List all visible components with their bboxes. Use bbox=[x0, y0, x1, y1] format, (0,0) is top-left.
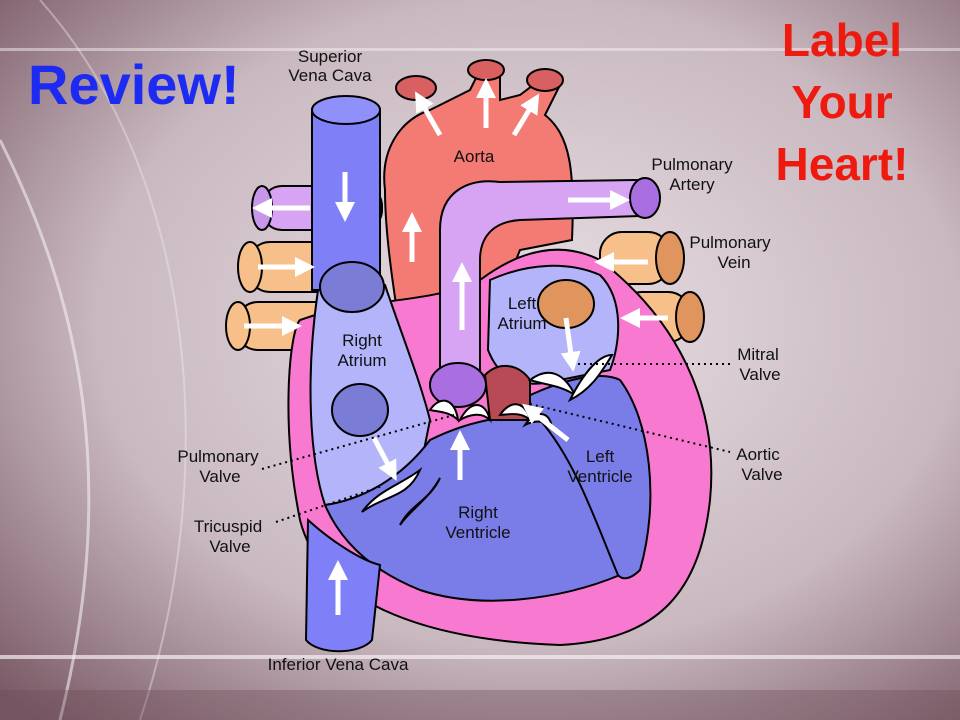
svg-text:Superior: Superior bbox=[298, 47, 363, 66]
left-atrium bbox=[486, 264, 620, 385]
label-left-atrium-line1: Left bbox=[508, 294, 537, 313]
tricuspid-valve-flaps bbox=[361, 466, 423, 513]
label-pulmonary-valve-line2: Valve bbox=[199, 467, 240, 486]
svg-text:Vena Cava: Vena Cava bbox=[288, 66, 372, 85]
label-superior-vena-cava-line1: Superior bbox=[298, 47, 363, 66]
label-right-ventricle-line2: Ventricle bbox=[445, 523, 510, 542]
label-mitral-valve-line1: Mitral bbox=[737, 345, 779, 364]
leader-lines bbox=[261, 363, 731, 523]
title-line-label: Label bbox=[782, 14, 902, 66]
leader-aortic bbox=[529, 403, 731, 453]
label-pulmonary-artery-line2: Artery bbox=[669, 175, 715, 194]
slide-title: Label Your Heart! bbox=[776, 14, 909, 190]
pulmonary-artery bbox=[429, 177, 661, 408]
label-right-ventricle-line1: Right bbox=[458, 503, 498, 522]
label-left-ventricle-line1: Left bbox=[586, 447, 615, 466]
title-line-heart: Heart! bbox=[776, 138, 909, 190]
label-inferior-vena-cava: Inferior Vena Cava bbox=[268, 655, 409, 674]
arrow-la-to-lv bbox=[560, 317, 581, 372]
leader-tricuspid bbox=[275, 485, 383, 523]
label-right-atrium-line2: Atrium bbox=[337, 351, 386, 370]
pulmonary-vein-left-upper bbox=[599, 231, 685, 285]
arrow-ra-to-rv bbox=[371, 436, 397, 481]
inferior-vena-cava bbox=[304, 517, 382, 653]
label-pulmonary-artery-line1: Pulmonary bbox=[651, 155, 733, 174]
label-pulmonary-valve-line1: Pulmonary bbox=[177, 447, 259, 466]
label-pulmonary-vein-line1: Pulmonary bbox=[689, 233, 771, 252]
title-line-your: Your bbox=[791, 76, 892, 128]
pulmonary-valve-flaps bbox=[428, 399, 460, 423]
arrow-aorta-branch-1 bbox=[415, 91, 443, 137]
label-left-atrium-line2: Atrium bbox=[497, 314, 546, 333]
label-aortic-valve-line1: Aortic bbox=[736, 445, 780, 464]
valves bbox=[361, 353, 614, 526]
right-atrium bbox=[309, 261, 432, 511]
label-tricuspid-valve-line2: Valve bbox=[209, 537, 250, 556]
label-tricuspid-valve-line1: Tricuspid bbox=[194, 517, 262, 536]
blood-flow-arrows bbox=[244, 78, 668, 615]
labels: Superior Vena Cava Aorta Pulmonary Arter… bbox=[177, 47, 782, 674]
label-right-atrium-line1: Right bbox=[342, 331, 382, 350]
arrow-lv-to-aorta bbox=[522, 403, 570, 442]
label-left-ventricle-line2: Ventricle bbox=[567, 467, 632, 486]
review-title: Review! bbox=[28, 53, 240, 116]
label-pulmonary-vein-line2: Vein bbox=[717, 253, 750, 272]
arrow-aorta-branch-3 bbox=[511, 93, 540, 137]
label-superior-vena-cava-line2: Vena Cava bbox=[288, 66, 372, 85]
label-aorta: Aorta bbox=[454, 147, 495, 166]
label-mitral-valve-line2: Valve bbox=[739, 365, 780, 384]
label-aortic-valve-line2: Valve bbox=[741, 465, 782, 484]
